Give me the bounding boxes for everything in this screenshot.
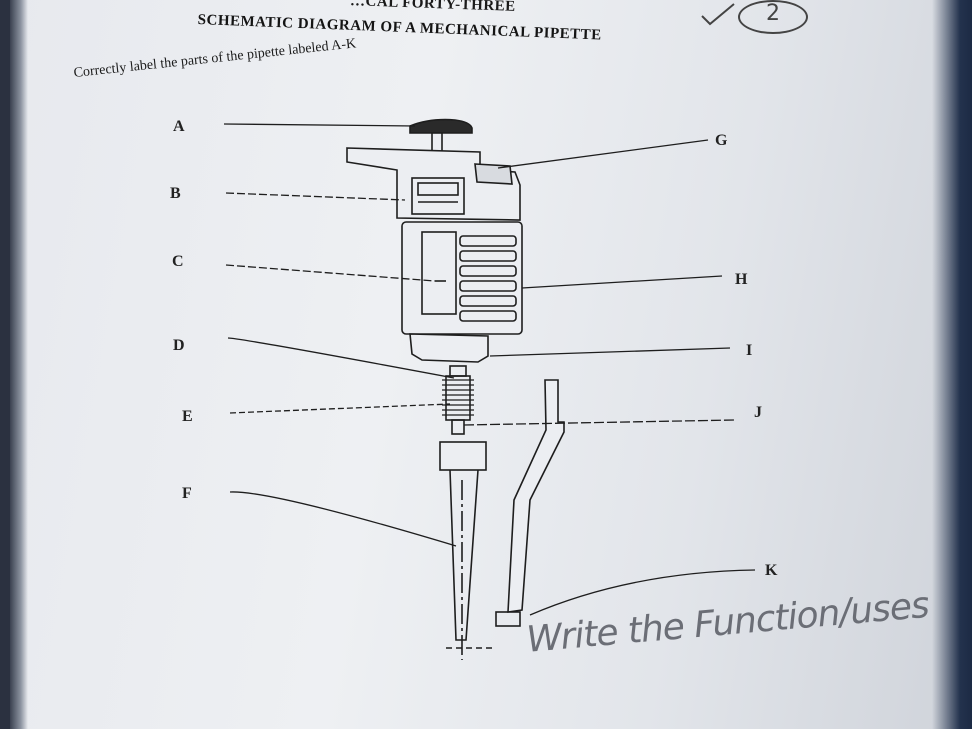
pipette-collar-part [409,333,489,363]
label-f: F [182,485,192,502]
pipette-upper-body [346,147,521,221]
label-j: J [754,404,762,421]
label-g: G [715,132,728,149]
tip-holder-shaft-part [439,441,496,660]
page-binding-shadow [10,0,28,729]
page-edge-background [932,0,972,729]
label-h: H [735,271,748,288]
label-a: A [173,118,185,135]
pipette-grip-body [401,221,523,335]
circled-number: 2 [738,0,808,34]
label-b: B [170,185,181,202]
label-k: K [765,562,778,579]
leader-lines [223,123,756,616]
label-c: C [172,253,184,270]
tick-mark-icon [701,3,735,26]
label-d: D [173,337,185,354]
plunger-button-part [409,118,473,156]
label-e: E [182,408,193,425]
spring-and-shaft-part [442,365,474,435]
pipette-diagram [223,118,756,660]
tip-ejector-arm-part [495,379,565,627]
label-i: I [746,342,753,359]
worksheet-page: …CAL FORTY-THREE SCHEMATIC DIAGRAM OF A … [10,0,972,729]
